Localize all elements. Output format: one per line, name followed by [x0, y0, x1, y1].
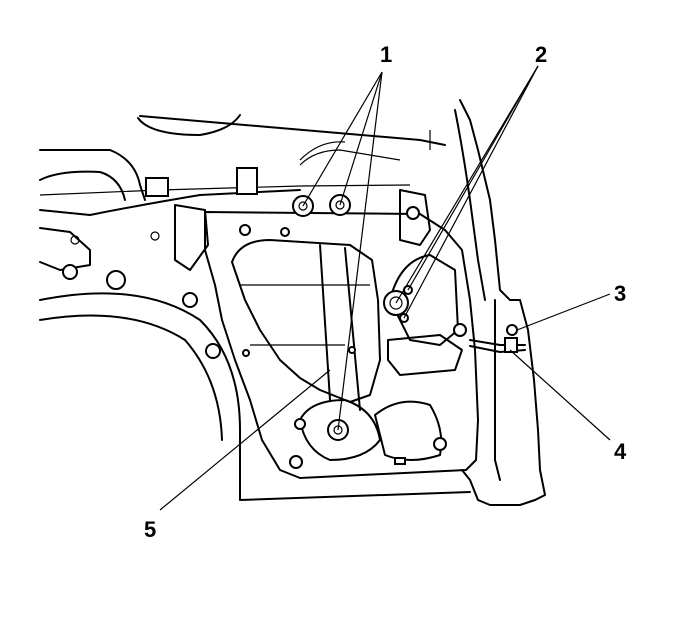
wire-connector — [469, 324, 526, 353]
upper-body-contours — [39, 114, 411, 271]
callout-3: 3 — [614, 281, 626, 306]
callout-5: 5 — [144, 517, 156, 542]
wheel-arch — [39, 264, 471, 501]
callout-2: 2 — [535, 42, 547, 67]
door-frame-pillar — [139, 99, 546, 506]
inner-door-panel — [204, 189, 479, 479]
callout-1: 1 — [380, 42, 392, 67]
panel-fasteners — [182, 194, 467, 469]
callouts: 1 2 3 4 5 — [144, 42, 627, 542]
leader-lines — [159, 65, 611, 511]
callout-4: 4 — [614, 439, 627, 464]
